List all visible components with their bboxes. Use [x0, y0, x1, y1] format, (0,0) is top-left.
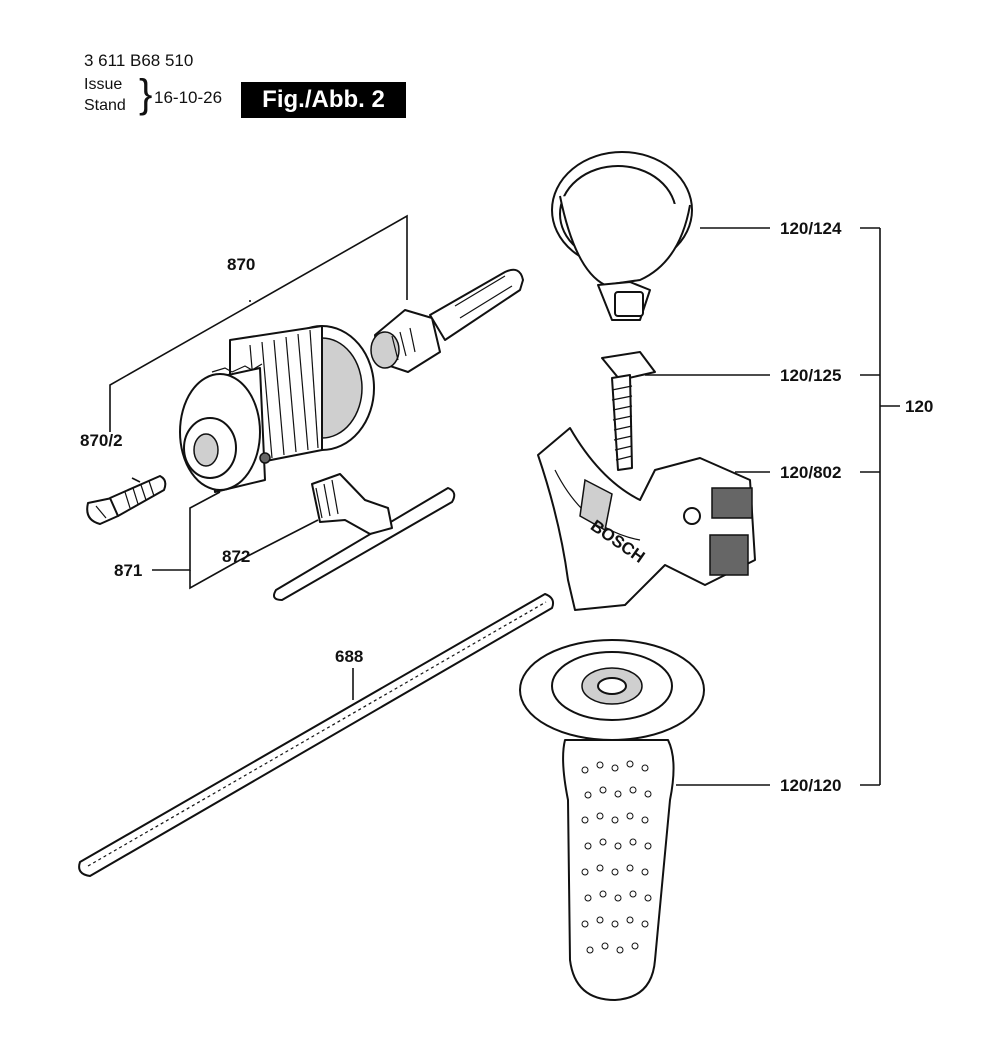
issue-label: Issue — [84, 76, 123, 93]
issue-date: 16-10-26 — [154, 88, 223, 107]
clamping-band-illustration — [551, 151, 693, 321]
label-871: 871 — [114, 561, 142, 580]
clamping-bolt-illustration — [601, 351, 656, 471]
label-120-802: 120/802 — [780, 463, 841, 482]
issue-brace: } — [139, 72, 153, 116]
leader-lines — [109, 214, 900, 786]
label-870: 870 — [227, 255, 255, 274]
drill-chuck-illustration — [179, 325, 375, 493]
label-870-2: 870/2 — [80, 431, 123, 450]
label-120-125: 120/125 — [780, 366, 841, 385]
handle-grip-illustration — [519, 639, 705, 1001]
chuck-key-illustration — [273, 473, 456, 601]
stand-label: Stand — [84, 97, 126, 114]
part-number: 3 611 B68 510 — [84, 51, 194, 70]
depth-stop-illustration — [78, 593, 555, 877]
handle-body-illustration: BOSCH — [537, 427, 756, 611]
label-688: 688 — [335, 647, 363, 666]
label-120: 120 — [905, 397, 933, 416]
label-120-124: 120/124 — [780, 219, 842, 238]
label-872: 872 — [222, 547, 250, 566]
label-120-120: 120/120 — [780, 776, 841, 795]
chuck-screw-illustration — [86, 475, 167, 525]
sds-adapter-illustration — [370, 268, 524, 373]
figure-badge: Fig./Abb. 2 — [241, 82, 406, 118]
